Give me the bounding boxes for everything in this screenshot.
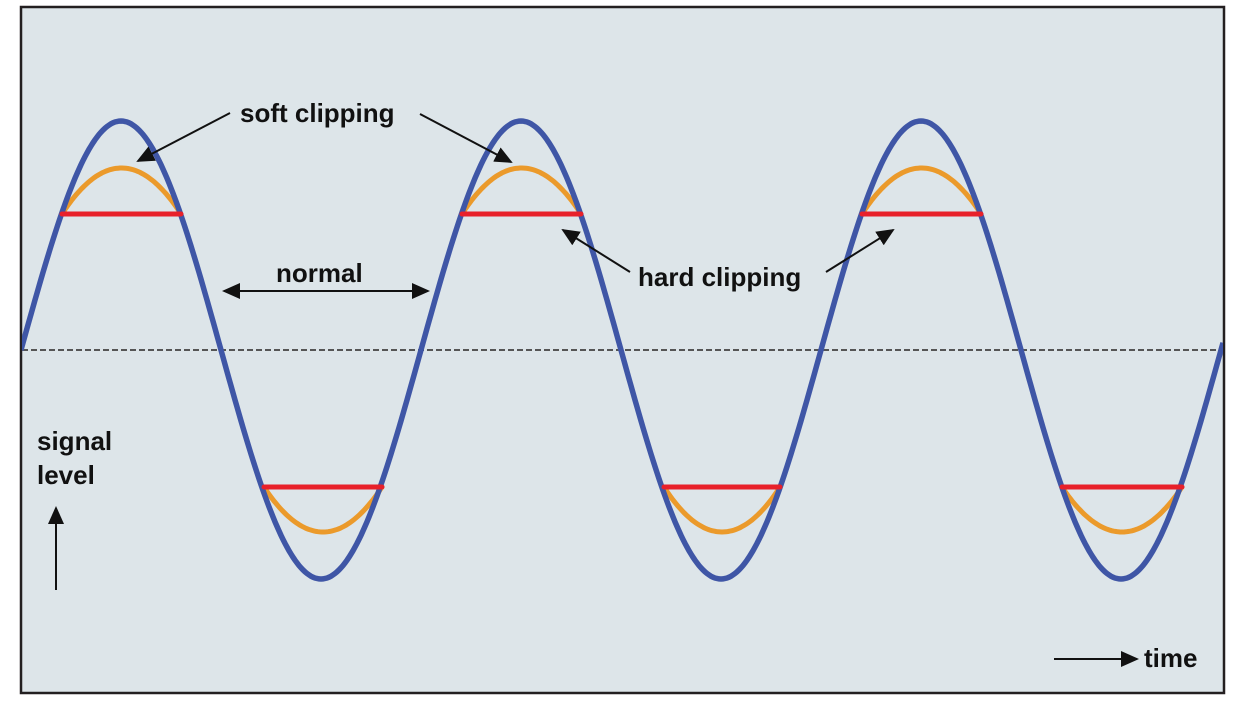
time-label: time <box>1144 643 1197 673</box>
soft-clipping-label: soft clipping <box>240 98 395 128</box>
hard-clipping-label: hard clipping <box>638 262 801 292</box>
soft-clipping-curves <box>59 165 1185 535</box>
normal-sine-wave <box>22 118 1223 582</box>
soft-clipping-arrow-left <box>136 112 231 162</box>
hard-clipping-lines <box>59 211 1185 490</box>
signal-level-label-line2: level <box>37 460 95 490</box>
hard-clipping-arrow-left <box>561 228 631 273</box>
hard-clipping-arrow-right <box>825 228 895 273</box>
signal-level-label-line1: signal <box>37 426 112 456</box>
soft-clipping-arrow-right <box>419 113 513 163</box>
normal-label: normal <box>276 258 363 288</box>
